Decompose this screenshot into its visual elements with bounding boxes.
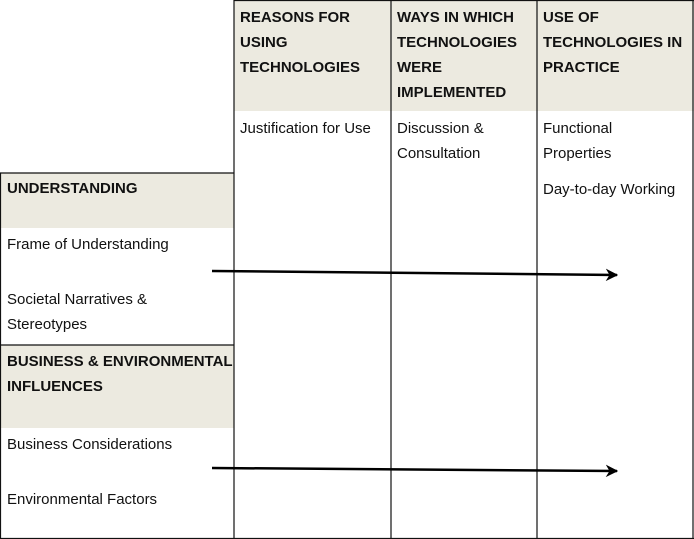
col3-header: USE OF TECHNOLOGIES IN PRACTICE [543, 5, 682, 80]
row2-item-business: Business Considerations [7, 436, 173, 453]
row2-item-environmental: Environmental Factors [7, 491, 158, 508]
col3-header-cell [537, 0, 694, 111]
row2-header-cell [0, 345, 234, 428]
col3-item-functional: Functional Properties [543, 116, 612, 166]
col2-header-cell [391, 0, 537, 111]
col2-header-line: WERE [397, 59, 442, 76]
row1-header-cell [0, 173, 234, 228]
row2-header-line: BUSINESS & ENVIRONMENTAL [7, 353, 233, 370]
col3-item-day-to-day: Day-to-day Working [543, 181, 676, 198]
col3-header-line: PRACTICE [543, 59, 620, 76]
col3-item-line: Functional [543, 120, 613, 137]
col1-header-line: TECHNOLOGIES [240, 59, 361, 76]
col3-header-line: TECHNOLOGIES IN [543, 34, 683, 51]
col1-header-line: USING [240, 34, 288, 51]
col2-header: WAYS IN WHICH TECHNOLOGIES WERE IMPLEMEN… [397, 5, 517, 105]
arrow-understanding [211, 268, 619, 282]
row1-item-frame: Frame of Understanding [7, 236, 169, 253]
arrow-business-influences [211, 464, 619, 478]
col3-item-line: Properties [543, 145, 612, 162]
col2-header-line: TECHNOLOGIES [397, 34, 518, 51]
row1-item-societal: Societal Narratives & Stereotypes [7, 287, 147, 337]
row1-item-line: Societal Narratives & [7, 291, 148, 308]
row1-item-line: Stereotypes [7, 316, 88, 333]
col2-item-line: Discussion & [397, 120, 484, 137]
row2-header-line: INFLUENCES [7, 378, 103, 395]
col1-item-justification: Justification for Use [240, 120, 371, 137]
col2-header-line: IMPLEMENTED [397, 84, 507, 101]
col2-item-line: Consultation [397, 145, 481, 162]
row1-header: UNDERSTANDING [7, 180, 138, 197]
col1-header: REASONS FOR USING TECHNOLOGIES [240, 5, 360, 80]
col1-header-cell [234, 0, 391, 111]
col3-header-line: USE OF [543, 9, 599, 26]
col1-header-line: REASONS FOR [240, 9, 351, 26]
row2-header: BUSINESS & ENVIRONMENTAL INFLUENCES [7, 349, 233, 399]
col2-header-line: WAYS IN WHICH [397, 9, 514, 26]
col2-item-discussion: Discussion & Consultation [397, 116, 484, 166]
